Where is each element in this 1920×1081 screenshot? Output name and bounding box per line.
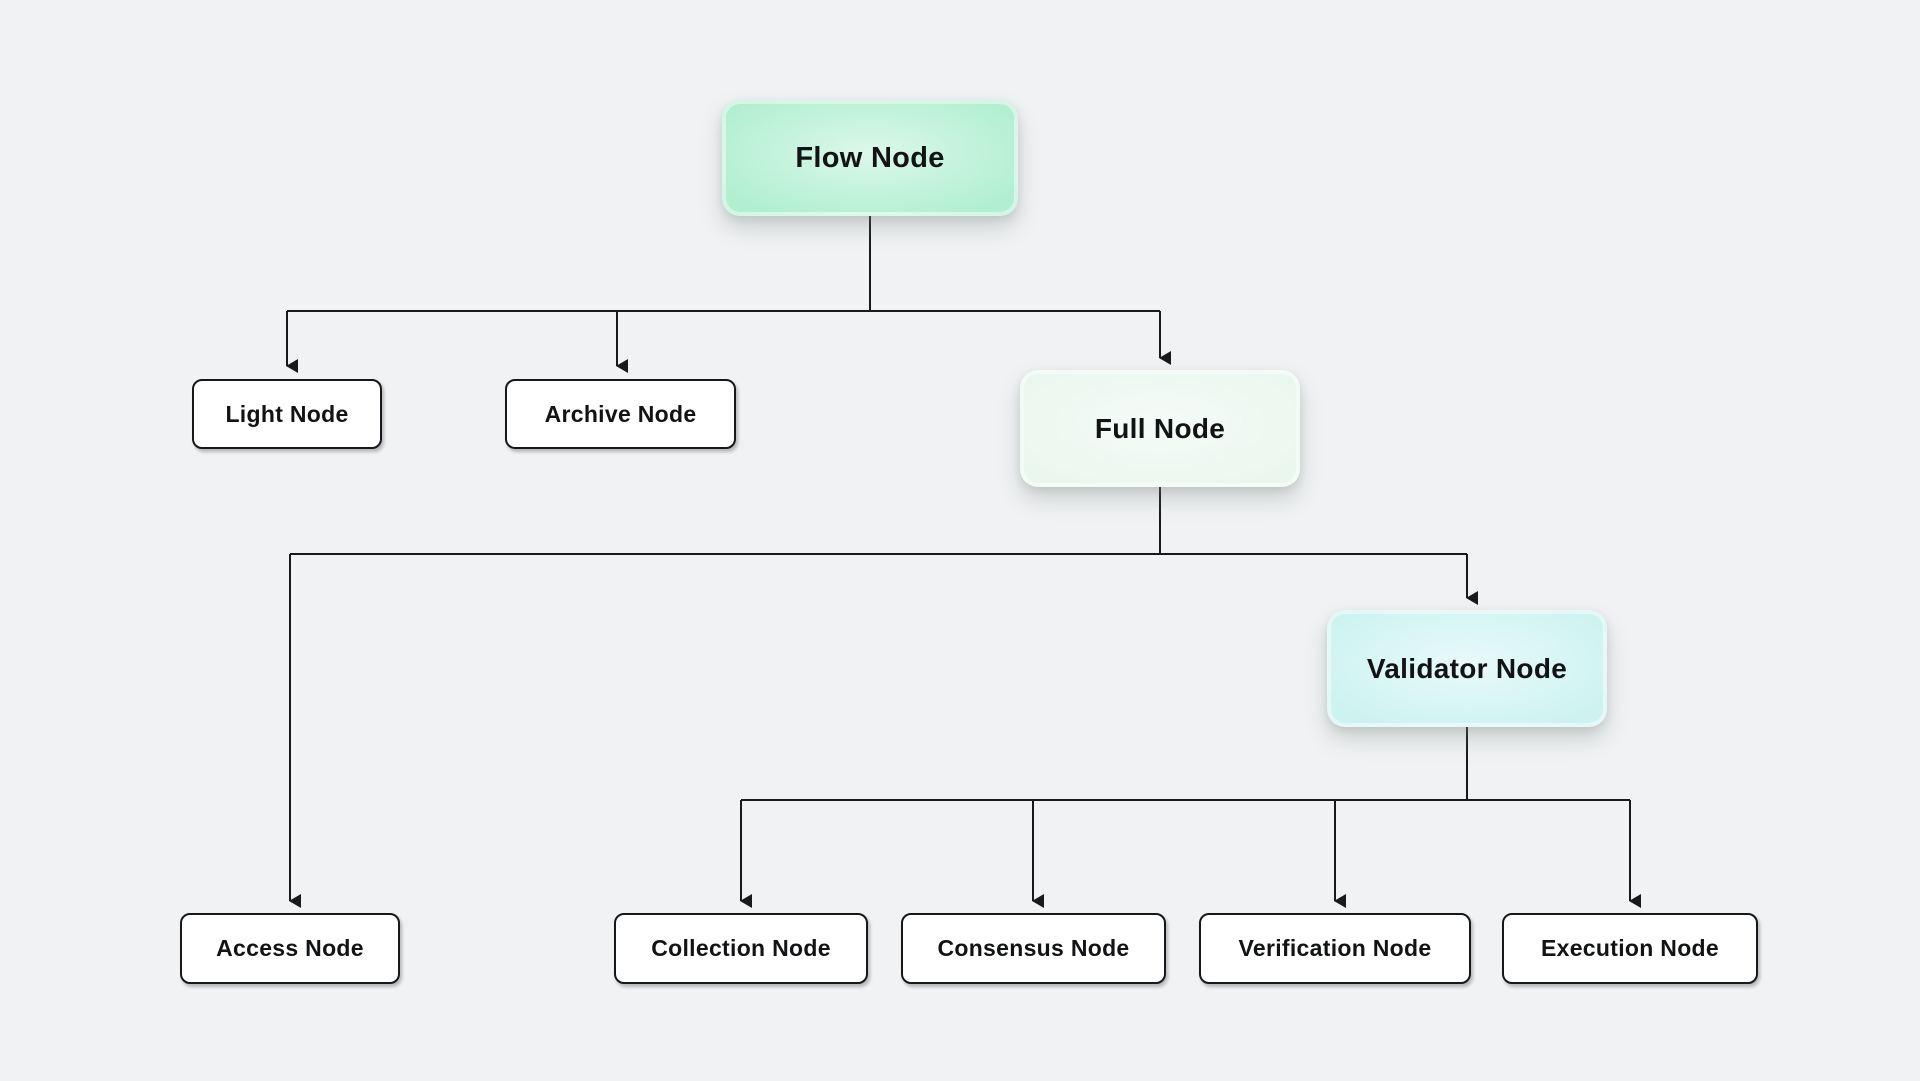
node-validator-label: Validator Node [1366,652,1568,684]
node-flow: Flow Node [722,100,1018,216]
node-full-label: Full Node [1094,412,1226,444]
node-collection: Collection Node [614,913,868,984]
node-consensus: Consensus Node [901,913,1166,984]
node-collection-label: Collection Node [651,935,831,961]
node-access-label: Access Node [216,935,364,961]
node-archive: Archive Node [505,379,736,449]
node-light-label: Light Node [225,400,349,427]
node-validator: Validator Node [1327,610,1607,727]
node-full: Full Node [1020,370,1300,487]
node-flow-label: Flow Node [795,141,945,174]
node-verification: Verification Node [1199,913,1471,984]
node-consensus-label: Consensus Node [937,935,1130,961]
node-access: Access Node [180,913,400,984]
node-verification-label: Verification Node [1238,935,1432,961]
node-execution: Execution Node [1502,913,1758,984]
node-execution-label: Execution Node [1540,935,1719,961]
node-light: Light Node [192,379,382,449]
node-archive-label: Archive Node [544,400,697,427]
